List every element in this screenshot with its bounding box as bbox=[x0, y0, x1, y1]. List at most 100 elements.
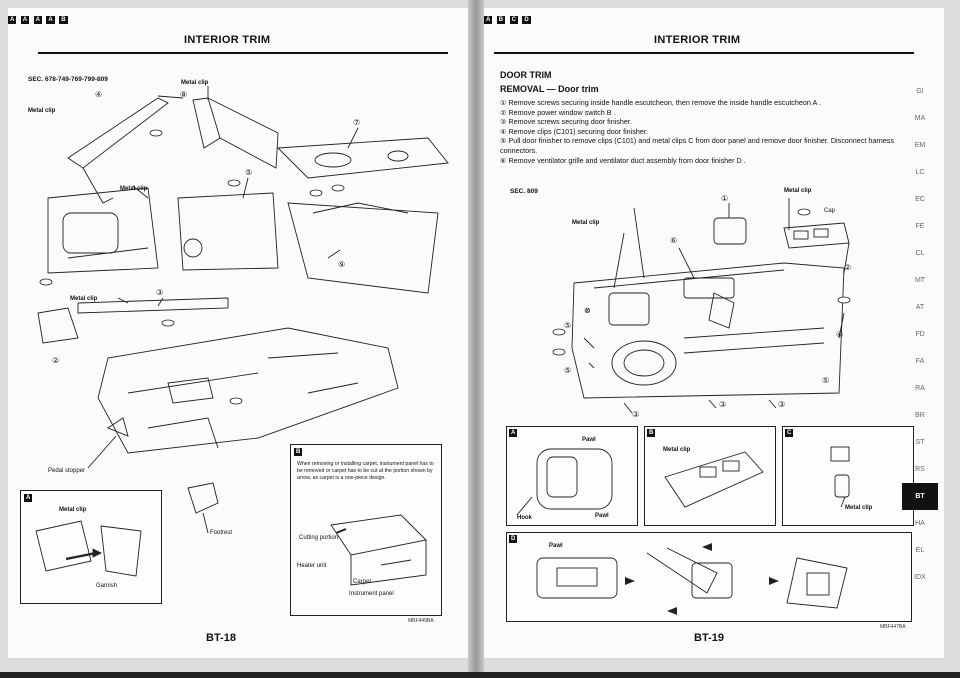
detail-b-right: B Metal clip bbox=[644, 426, 776, 526]
section-tab-column: GI MA EM LC EC FE CL MT AT FD FA RA BR S… bbox=[902, 78, 938, 591]
tag-a-3: A bbox=[33, 16, 42, 24]
tab-ha[interactable]: HA bbox=[915, 520, 925, 527]
detail-b-box: B When removing or installing carpet, in… bbox=[290, 444, 442, 616]
step-5: ⑤ Pull door finisher to remove clips (C1… bbox=[500, 136, 894, 155]
detail-a-box: A Metal clip Garnish bbox=[20, 490, 162, 604]
right-figure-id: MBF447BA bbox=[880, 624, 906, 630]
callout-7: ⑦ bbox=[353, 118, 361, 127]
callout-5b-right: ⑤ bbox=[564, 366, 572, 375]
left-folio: BT-18 bbox=[206, 632, 236, 644]
detail-d-right-tag: D bbox=[509, 535, 518, 543]
callout-5c-right: ⑤ bbox=[822, 376, 830, 385]
footrest-label: Footrest bbox=[210, 530, 233, 536]
callout-1: ① bbox=[721, 194, 729, 203]
detail-b-right-tag: B bbox=[647, 429, 656, 437]
callout-2: ② bbox=[52, 356, 60, 365]
cap-label: Cap bbox=[824, 208, 836, 214]
left-header-rule bbox=[38, 52, 448, 54]
pawl-label-a: Pawl bbox=[582, 437, 596, 443]
callout-3a-right: ③ bbox=[632, 410, 640, 419]
tab-fa[interactable]: FA bbox=[915, 358, 925, 365]
tab-gi[interactable]: GI bbox=[916, 88, 924, 95]
callout-9: ⑨ bbox=[338, 260, 346, 269]
step-4: ④ Remove clips (C101) securing door fini… bbox=[500, 126, 648, 136]
metal-clip-label-2: Metal clip bbox=[28, 108, 56, 114]
detail-a-right: A Pawl Hook Pawl bbox=[506, 426, 638, 526]
cutting-portion-label: Cutting portion bbox=[299, 535, 339, 541]
hook-label: Hook bbox=[517, 515, 532, 521]
garnish-label: Garnish bbox=[96, 583, 118, 589]
right-header-rule bbox=[494, 52, 914, 54]
right-page-header: INTERIOR TRIM bbox=[654, 34, 741, 46]
detail-c-right: C Metal clip bbox=[782, 426, 914, 526]
tab-em[interactable]: EM bbox=[914, 142, 926, 149]
tab-br[interactable]: BR bbox=[915, 412, 925, 419]
callout-3b-right: ③ bbox=[719, 400, 727, 409]
step-3: ③ Remove screws securing door finisher. bbox=[500, 117, 632, 127]
sec-label: SEC. 678-749-769-799-809 bbox=[28, 76, 108, 83]
carpet-note: When removing or installing carpet, inst… bbox=[297, 461, 434, 481]
metal-clip-label-3: Metal clip bbox=[120, 186, 148, 192]
tab-mt[interactable]: MT bbox=[914, 277, 926, 284]
left-figure-id: MBF449BA bbox=[408, 618, 434, 624]
tag-a-4: A bbox=[46, 16, 55, 24]
callout-4: ④ bbox=[95, 90, 103, 99]
tag-a-2: A bbox=[20, 16, 30, 24]
subsection-title: REMOVAL — Door trim bbox=[500, 84, 599, 94]
detail-c-right-tag: C bbox=[785, 429, 794, 437]
heater-unit-label: Heater unit bbox=[297, 563, 327, 569]
detail-a-right-tag: A bbox=[509, 429, 518, 437]
left-page-header: INTERIOR TRIM bbox=[184, 34, 271, 46]
detail-b-metal-clip: Metal clip bbox=[663, 447, 691, 453]
tab-rs[interactable]: RS bbox=[915, 466, 925, 473]
pawl-label-d: Pawl bbox=[549, 543, 563, 549]
detail-a-drawing bbox=[35, 520, 142, 577]
callout-x-right: ⊗ bbox=[584, 306, 591, 315]
detail-d-right-drawing bbox=[536, 543, 848, 615]
right-sec-label: SEC. 809 bbox=[510, 188, 538, 195]
tag-b-right: B bbox=[496, 16, 506, 24]
metal-clip-label-1: Metal clip bbox=[181, 80, 209, 86]
tab-fd[interactable]: FD bbox=[915, 331, 925, 338]
right-folio: BT-19 bbox=[694, 632, 724, 644]
pedal-stopper-label: Pedal stopper bbox=[48, 468, 86, 474]
callout-3c-right: ③ bbox=[778, 400, 786, 409]
tab-ma[interactable]: MA bbox=[914, 115, 926, 122]
detail-b-drawing bbox=[330, 514, 427, 586]
detail-a-tag: A bbox=[24, 494, 33, 502]
tab-idx[interactable]: IDX bbox=[914, 574, 926, 581]
tab-at[interactable]: AT bbox=[915, 304, 925, 311]
tag-b: B bbox=[59, 16, 68, 24]
detail-c-right-drawing bbox=[830, 446, 850, 508]
callout-2-right: ② bbox=[844, 263, 852, 272]
tab-ec[interactable]: EC bbox=[915, 196, 925, 203]
footrest-drawing bbox=[187, 482, 219, 534]
tab-st[interactable]: ST bbox=[915, 439, 925, 446]
callout-6: ⑥ bbox=[670, 236, 678, 245]
left-page: INTERIOR TRIM SEC. 678-749-769-799-809 bbox=[8, 8, 468, 658]
instrument-panel-label: Instrument panel bbox=[349, 591, 394, 597]
detail-d-right: D Pawl bbox=[506, 532, 912, 622]
tab-fe[interactable]: FE bbox=[915, 223, 925, 230]
tag-d-right: D bbox=[522, 16, 531, 24]
tab-bt[interactable]: BT bbox=[902, 483, 938, 510]
tab-cl[interactable]: CL bbox=[915, 250, 925, 257]
detail-a-metal-clip: Metal clip bbox=[59, 507, 87, 513]
tag-c-right: C bbox=[509, 16, 518, 24]
callout-8: ⑧ bbox=[180, 90, 188, 99]
callout-4-right: ④ bbox=[836, 330, 844, 339]
tab-ra[interactable]: RA bbox=[915, 385, 925, 392]
page-gutter bbox=[468, 0, 484, 678]
tab-el[interactable]: EL bbox=[915, 547, 925, 554]
callout-5: ⑤ bbox=[245, 168, 253, 177]
right-metal-clip-label-1: Metal clip bbox=[784, 188, 812, 194]
tag-a-right: A bbox=[484, 16, 493, 24]
pawl-label-a2: Pawl bbox=[595, 513, 609, 519]
step-2: ② Remove power window switch B . bbox=[500, 107, 616, 117]
tab-lc[interactable]: LC bbox=[915, 169, 925, 176]
callout-5a-right: ⑤ bbox=[564, 321, 572, 330]
interior-trim-diagram bbox=[37, 86, 449, 469]
detail-c-metal-clip: Metal clip bbox=[845, 505, 873, 511]
door-trim-diagram bbox=[552, 198, 851, 414]
detail-a-right-drawing bbox=[516, 448, 613, 516]
